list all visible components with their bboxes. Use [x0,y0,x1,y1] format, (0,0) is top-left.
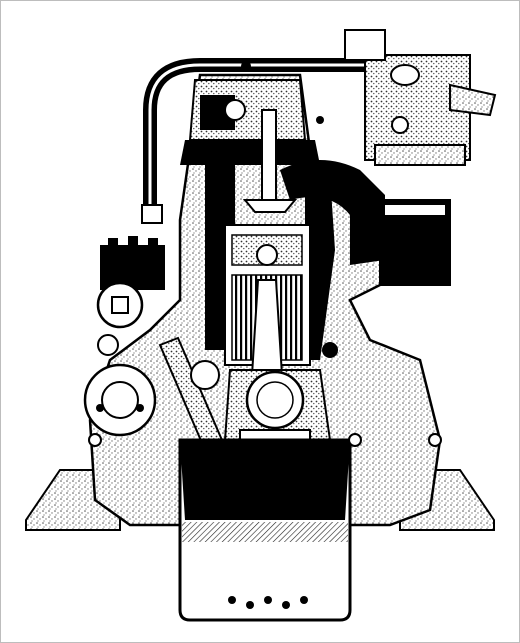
manifold [280,160,451,286]
coolant-pipe [141,58,380,224]
carburetor [344,29,497,166]
distributor [96,236,165,356]
connecting-rod [250,279,284,376]
oil-pan [178,438,352,622]
block-details [88,61,442,447]
fuel-pump [83,363,157,437]
valve [224,99,298,213]
